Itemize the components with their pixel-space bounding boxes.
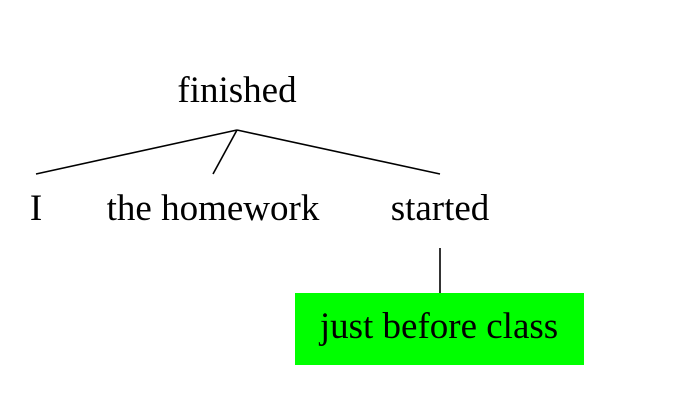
node-finished: finished <box>177 70 297 111</box>
edge-finished-the-homework <box>212 129 238 175</box>
edge-finished-i <box>35 129 238 175</box>
edge-finished-started <box>236 129 441 175</box>
node-just-before-class: just before class <box>318 306 558 347</box>
node-i: I <box>30 188 42 229</box>
highlight-box <box>295 293 584 365</box>
node-the-homework: the homework <box>107 188 320 229</box>
node-started: started <box>391 188 490 229</box>
